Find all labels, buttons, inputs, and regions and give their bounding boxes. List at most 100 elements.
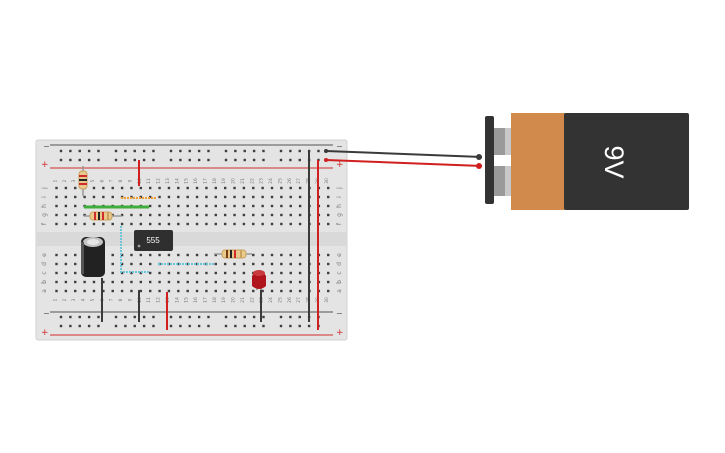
terminal-hole[interactable] <box>252 204 255 208</box>
rail-hole[interactable] <box>114 149 118 153</box>
wire-cyan-left[interactable] <box>120 226 150 273</box>
rail-hole[interactable] <box>262 149 265 153</box>
wire-black-to-battery[interactable] <box>325 150 483 158</box>
terminal-hole[interactable] <box>195 204 199 208</box>
rail-hole[interactable] <box>188 324 191 328</box>
rail-hole[interactable] <box>252 315 256 319</box>
rail-hole[interactable] <box>124 324 127 328</box>
rail-hole[interactable] <box>289 149 292 153</box>
rail-hole[interactable] <box>289 158 292 162</box>
terminal-hole[interactable] <box>270 253 274 257</box>
wire-black-end[interactable] <box>324 149 328 153</box>
terminal-hole[interactable] <box>158 280 161 284</box>
terminal-hole[interactable] <box>55 271 58 275</box>
terminal-hole[interactable] <box>214 271 217 275</box>
terminal-hole[interactable] <box>289 222 292 226</box>
rail-hole[interactable] <box>188 315 191 319</box>
terminal-hole[interactable] <box>149 204 152 208</box>
rail-hole[interactable] <box>234 324 237 328</box>
rail-hole[interactable] <box>224 315 228 319</box>
terminal-hole[interactable] <box>223 204 227 208</box>
terminal-hole[interactable] <box>111 271 114 275</box>
rail-hole[interactable] <box>78 315 81 319</box>
terminal-hole[interactable] <box>177 289 180 293</box>
terminal-hole[interactable] <box>139 213 143 217</box>
rail-hole[interactable] <box>197 315 201 319</box>
rail-hole[interactable] <box>114 315 118 319</box>
terminal-hole[interactable] <box>252 222 255 226</box>
terminal-hole[interactable] <box>252 262 255 266</box>
terminal-hole[interactable] <box>261 195 264 199</box>
resistor-horizontal-1[interactable] <box>84 211 122 221</box>
rail-hole[interactable] <box>142 324 146 328</box>
terminal-hole[interactable] <box>64 222 68 226</box>
terminal-hole[interactable] <box>186 186 189 190</box>
terminal-hole[interactable] <box>289 289 292 293</box>
rail-hole[interactable] <box>207 158 210 162</box>
terminal-hole[interactable] <box>195 280 199 284</box>
terminal-hole[interactable] <box>102 222 105 226</box>
terminal-hole[interactable] <box>55 186 58 190</box>
rail-hole[interactable] <box>142 149 146 153</box>
terminal-hole[interactable] <box>177 271 180 275</box>
rail-hole[interactable] <box>252 324 256 328</box>
terminal-hole[interactable] <box>74 195 77 199</box>
terminal-hole[interactable] <box>139 280 143 284</box>
rail-hole[interactable] <box>298 324 301 328</box>
rail-hole[interactable] <box>169 324 173 328</box>
terminal-hole[interactable] <box>223 186 227 190</box>
terminal-hole[interactable] <box>186 204 189 208</box>
jumper-wires[interactable] <box>84 151 319 330</box>
rail-hole[interactable] <box>279 324 283 328</box>
terminal-hole[interactable] <box>242 204 246 208</box>
rail-hole[interactable] <box>133 158 136 162</box>
terminal-hole[interactable] <box>167 271 171 275</box>
terminal-hole[interactable] <box>130 262 133 266</box>
terminal-hole[interactable] <box>139 186 143 190</box>
terminal-hole[interactable] <box>298 204 302 208</box>
rail-hole[interactable] <box>279 315 283 319</box>
terminal-hole[interactable] <box>167 222 171 226</box>
rail-hole[interactable] <box>87 324 91 328</box>
rail-hole[interactable] <box>169 315 173 319</box>
terminal-hole[interactable] <box>139 262 143 266</box>
rail-hole[interactable] <box>307 324 311 328</box>
terminal-hole[interactable] <box>327 262 330 266</box>
terminal-hole[interactable] <box>298 289 302 293</box>
terminal-hole[interactable] <box>111 222 114 226</box>
terminal-hole[interactable] <box>177 280 180 284</box>
terminal-hole[interactable] <box>233 289 236 293</box>
rail-hole[interactable] <box>69 149 72 153</box>
terminal-hole[interactable] <box>186 262 189 266</box>
terminal-hole[interactable] <box>270 280 274 284</box>
terminal-hole[interactable] <box>205 222 208 226</box>
rail-hole[interactable] <box>179 149 182 153</box>
rail-hole[interactable] <box>87 149 91 153</box>
terminal-hole[interactable] <box>92 280 96 284</box>
terminal-hole[interactable] <box>102 195 105 199</box>
terminal-hole[interactable] <box>233 262 236 266</box>
terminal-hole[interactable] <box>242 262 246 266</box>
terminal-hole[interactable] <box>214 213 217 217</box>
terminal-hole[interactable] <box>327 253 330 257</box>
rail-hole[interactable] <box>317 149 320 153</box>
terminal-hole[interactable] <box>298 280 302 284</box>
terminal-hole[interactable] <box>83 222 86 226</box>
terminal-hole[interactable] <box>205 204 208 208</box>
terminal-hole[interactable] <box>195 186 199 190</box>
terminal-hole[interactable] <box>139 289 143 293</box>
rail-hole[interactable] <box>243 158 246 162</box>
terminal-hole[interactable] <box>130 289 133 293</box>
terminal-hole[interactable] <box>298 271 302 275</box>
rail-hole[interactable] <box>97 158 100 162</box>
terminal-hole[interactable] <box>55 222 58 226</box>
terminal-hole[interactable] <box>261 289 264 293</box>
terminal-hole[interactable] <box>195 289 199 293</box>
terminal-hole[interactable] <box>214 262 217 266</box>
terminal-hole[interactable] <box>186 271 189 275</box>
battery-9v[interactable]: 9V <box>476 113 689 210</box>
rail-hole[interactable] <box>179 158 182 162</box>
terminal-hole[interactable] <box>223 280 227 284</box>
rail-hole[interactable] <box>262 324 265 328</box>
rail-hole[interactable] <box>252 158 256 162</box>
